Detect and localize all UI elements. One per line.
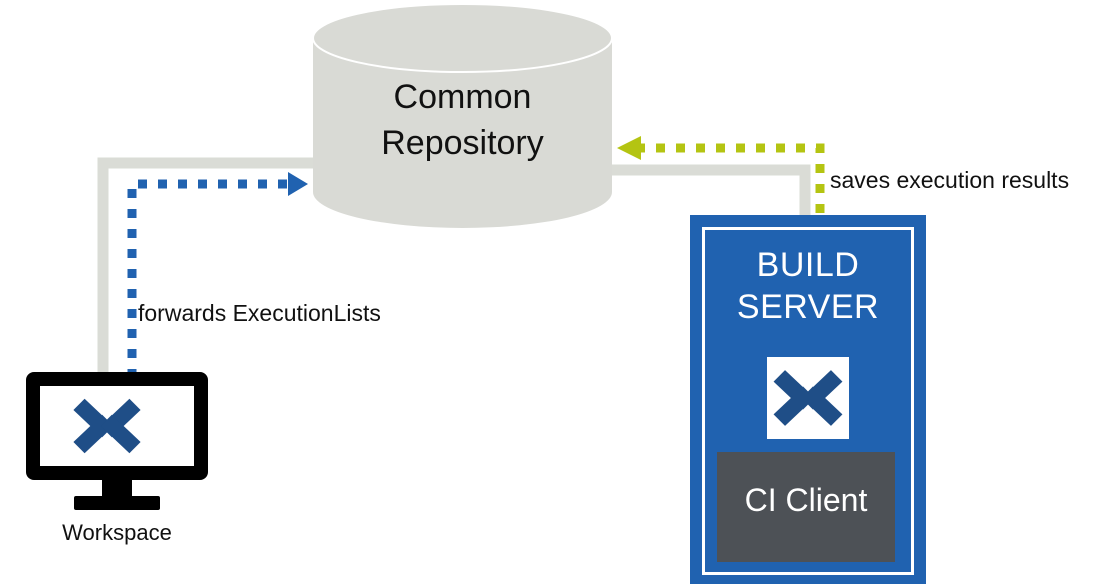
ci-client-box[interactable]: CI Client	[717, 452, 895, 562]
workspace-node[interactable]: Workspace	[24, 370, 210, 550]
monitor-icon	[26, 372, 208, 510]
blue-arrowhead	[288, 172, 308, 196]
workspace-label: Workspace	[62, 520, 172, 545]
build-server-title-line2: SERVER	[736, 288, 880, 326]
gray-path-left	[97, 157, 330, 382]
repository-label-line1: Common	[393, 78, 532, 116]
common-repository-label: Common Repository	[313, 74, 612, 166]
build-server-inner-frame: BUILD SERVER CI Client	[702, 227, 914, 575]
database-cylinder-icon	[313, 3, 612, 228]
connector-label-saves-execution-results: saves execution results	[830, 167, 1070, 193]
build-server-node[interactable]: BUILD SERVER CI Client	[690, 215, 926, 584]
build-server-title-line1: BUILD	[756, 246, 860, 284]
green-arrowhead	[617, 136, 641, 160]
connector-label-forwards-executionlists: forwards ExecutionLists	[138, 300, 381, 326]
blue-dotted-connector	[127, 179, 292, 378]
common-repository-node[interactable]: Common Repository	[313, 2, 612, 228]
ci-client-label: CI Client	[744, 482, 868, 518]
build-server-title: BUILD SERVER	[705, 244, 911, 328]
x-logo-icon	[767, 357, 849, 439]
repository-label-line2: Repository	[381, 124, 544, 162]
